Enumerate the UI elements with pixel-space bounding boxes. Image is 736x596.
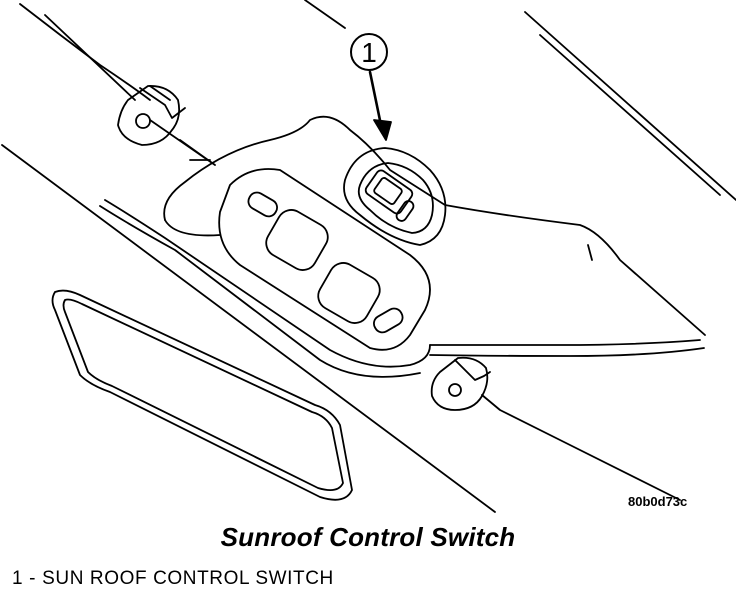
- mirror-panel: [51, 289, 353, 501]
- legend-item-number: 1: [12, 568, 24, 589]
- figure-caption: Sunroof Control Switch: [220, 522, 516, 552]
- figure-code: 80b0d73c: [628, 494, 687, 509]
- left-mounting-clip: [117, 85, 186, 146]
- legend-item-separator: -: [29, 568, 37, 589]
- callout-number: 1: [361, 37, 377, 68]
- right-mounting-clip: [430, 356, 681, 501]
- callout-1: [350, 33, 392, 141]
- callout-circle: [350, 33, 388, 71]
- callout-arrowhead: [373, 119, 392, 141]
- legend-item-label: SUN ROOF CONTROL SWITCH: [42, 568, 334, 589]
- map-light-module: [218, 168, 431, 351]
- sunroof-control-switch: [343, 147, 447, 246]
- overhead-console-bezel: [99, 115, 706, 378]
- legend: 1-SUN ROOF CONTROL SWITCH: [12, 568, 334, 590]
- headliner-outline: [1, 0, 736, 513]
